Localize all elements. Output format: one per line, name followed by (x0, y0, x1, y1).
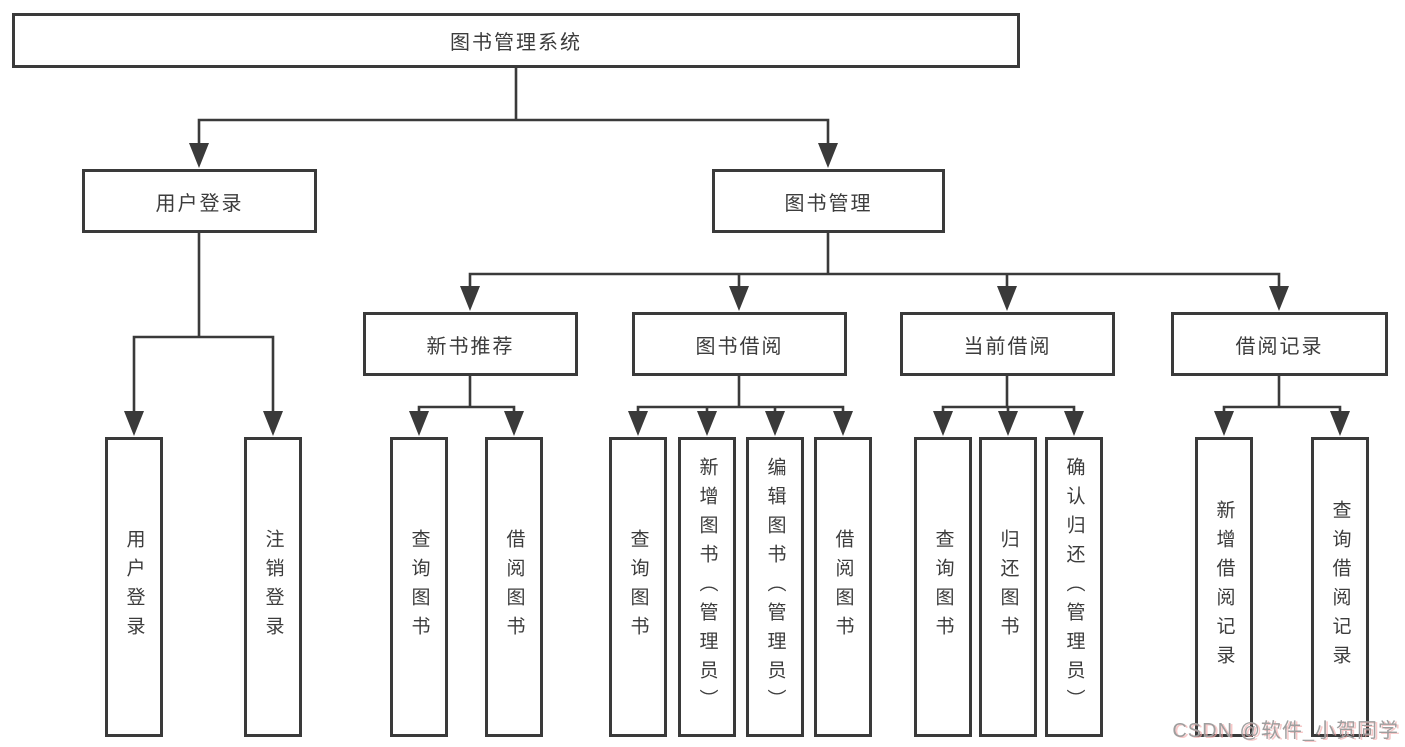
connector-new-book-to-leaves (417, 374, 516, 420)
csdn-watermark: CSDN @软件_小贺同学 (1172, 720, 1399, 742)
leaf-logout: 注销登录 (244, 437, 302, 737)
leaf-label: 确认归还（管理员） (1063, 456, 1085, 718)
leaf-label: 新增图书（管理员） (696, 456, 718, 718)
node-book-management-label: 图书管理 (784, 192, 873, 215)
leaf-add-books-admin: 新增图书（管理员） (678, 437, 736, 737)
leaf-label: 借阅图书 (832, 529, 854, 645)
connector-book-borrowing-to-leaves (636, 374, 845, 420)
connector-root-to-branches (197, 66, 830, 152)
leaf-confirm-return-admin: 确认归还（管理员） (1045, 437, 1103, 737)
leaf-query-borrow-record: 查询借阅记录 (1311, 437, 1369, 737)
leaf-label: 查询图书 (627, 529, 649, 645)
leaf-add-borrow-record: 新增借阅记录 (1195, 437, 1253, 737)
connector-book-management-to-modules (468, 231, 1281, 295)
leaf-edit-books-admin: 编辑图书（管理员） (746, 437, 804, 737)
leaf-borrow-books-recommend: 借阅图书 (485, 437, 543, 737)
leaf-label: 编辑图书（管理员） (764, 456, 786, 718)
node-root-label: 图书管理系统 (450, 32, 582, 54)
leaf-label: 查询图书 (932, 529, 954, 645)
leaf-label: 归还图书 (997, 529, 1019, 645)
connector-borrowing-records-to-leaves (1222, 374, 1342, 420)
leaf-borrow-books: 借阅图书 (814, 437, 872, 737)
node-borrowing-records-label: 借阅记录 (1235, 335, 1324, 358)
leaf-label: 注销登录 (262, 529, 284, 645)
node-borrowing-records: 借阅记录 (1171, 312, 1388, 376)
leaf-label: 用户登录 (123, 529, 145, 645)
node-book-management: 图书管理 (712, 169, 945, 233)
leaf-query-books-recommend: 查询图书 (390, 437, 448, 737)
node-current-borrowing: 当前借阅 (900, 312, 1115, 376)
node-root-system: 图书管理系统 (12, 13, 1020, 68)
node-book-borrowing: 图书借阅 (632, 312, 847, 376)
leaf-label: 查询借阅记录 (1329, 500, 1351, 674)
node-book-borrowing-label: 图书借阅 (695, 335, 784, 358)
node-user-login-label: 用户登录 (155, 192, 244, 215)
node-new-book-recommend-label: 新书推荐 (426, 335, 515, 358)
node-current-borrowing-label: 当前借阅 (963, 335, 1052, 358)
leaf-query-books-borrowing: 查询图书 (609, 437, 667, 737)
leaf-label: 查询图书 (408, 529, 430, 645)
node-user-login: 用户登录 (82, 169, 317, 233)
leaf-query-books-current: 查询图书 (914, 437, 972, 737)
leaf-label: 新增借阅记录 (1213, 500, 1235, 674)
leaf-label: 借阅图书 (503, 529, 525, 645)
node-new-book-recommend: 新书推荐 (363, 312, 578, 376)
connector-user-login-to-leaves (132, 231, 275, 420)
leaf-user-login: 用户登录 (105, 437, 163, 737)
leaf-return-books: 归还图书 (979, 437, 1037, 737)
